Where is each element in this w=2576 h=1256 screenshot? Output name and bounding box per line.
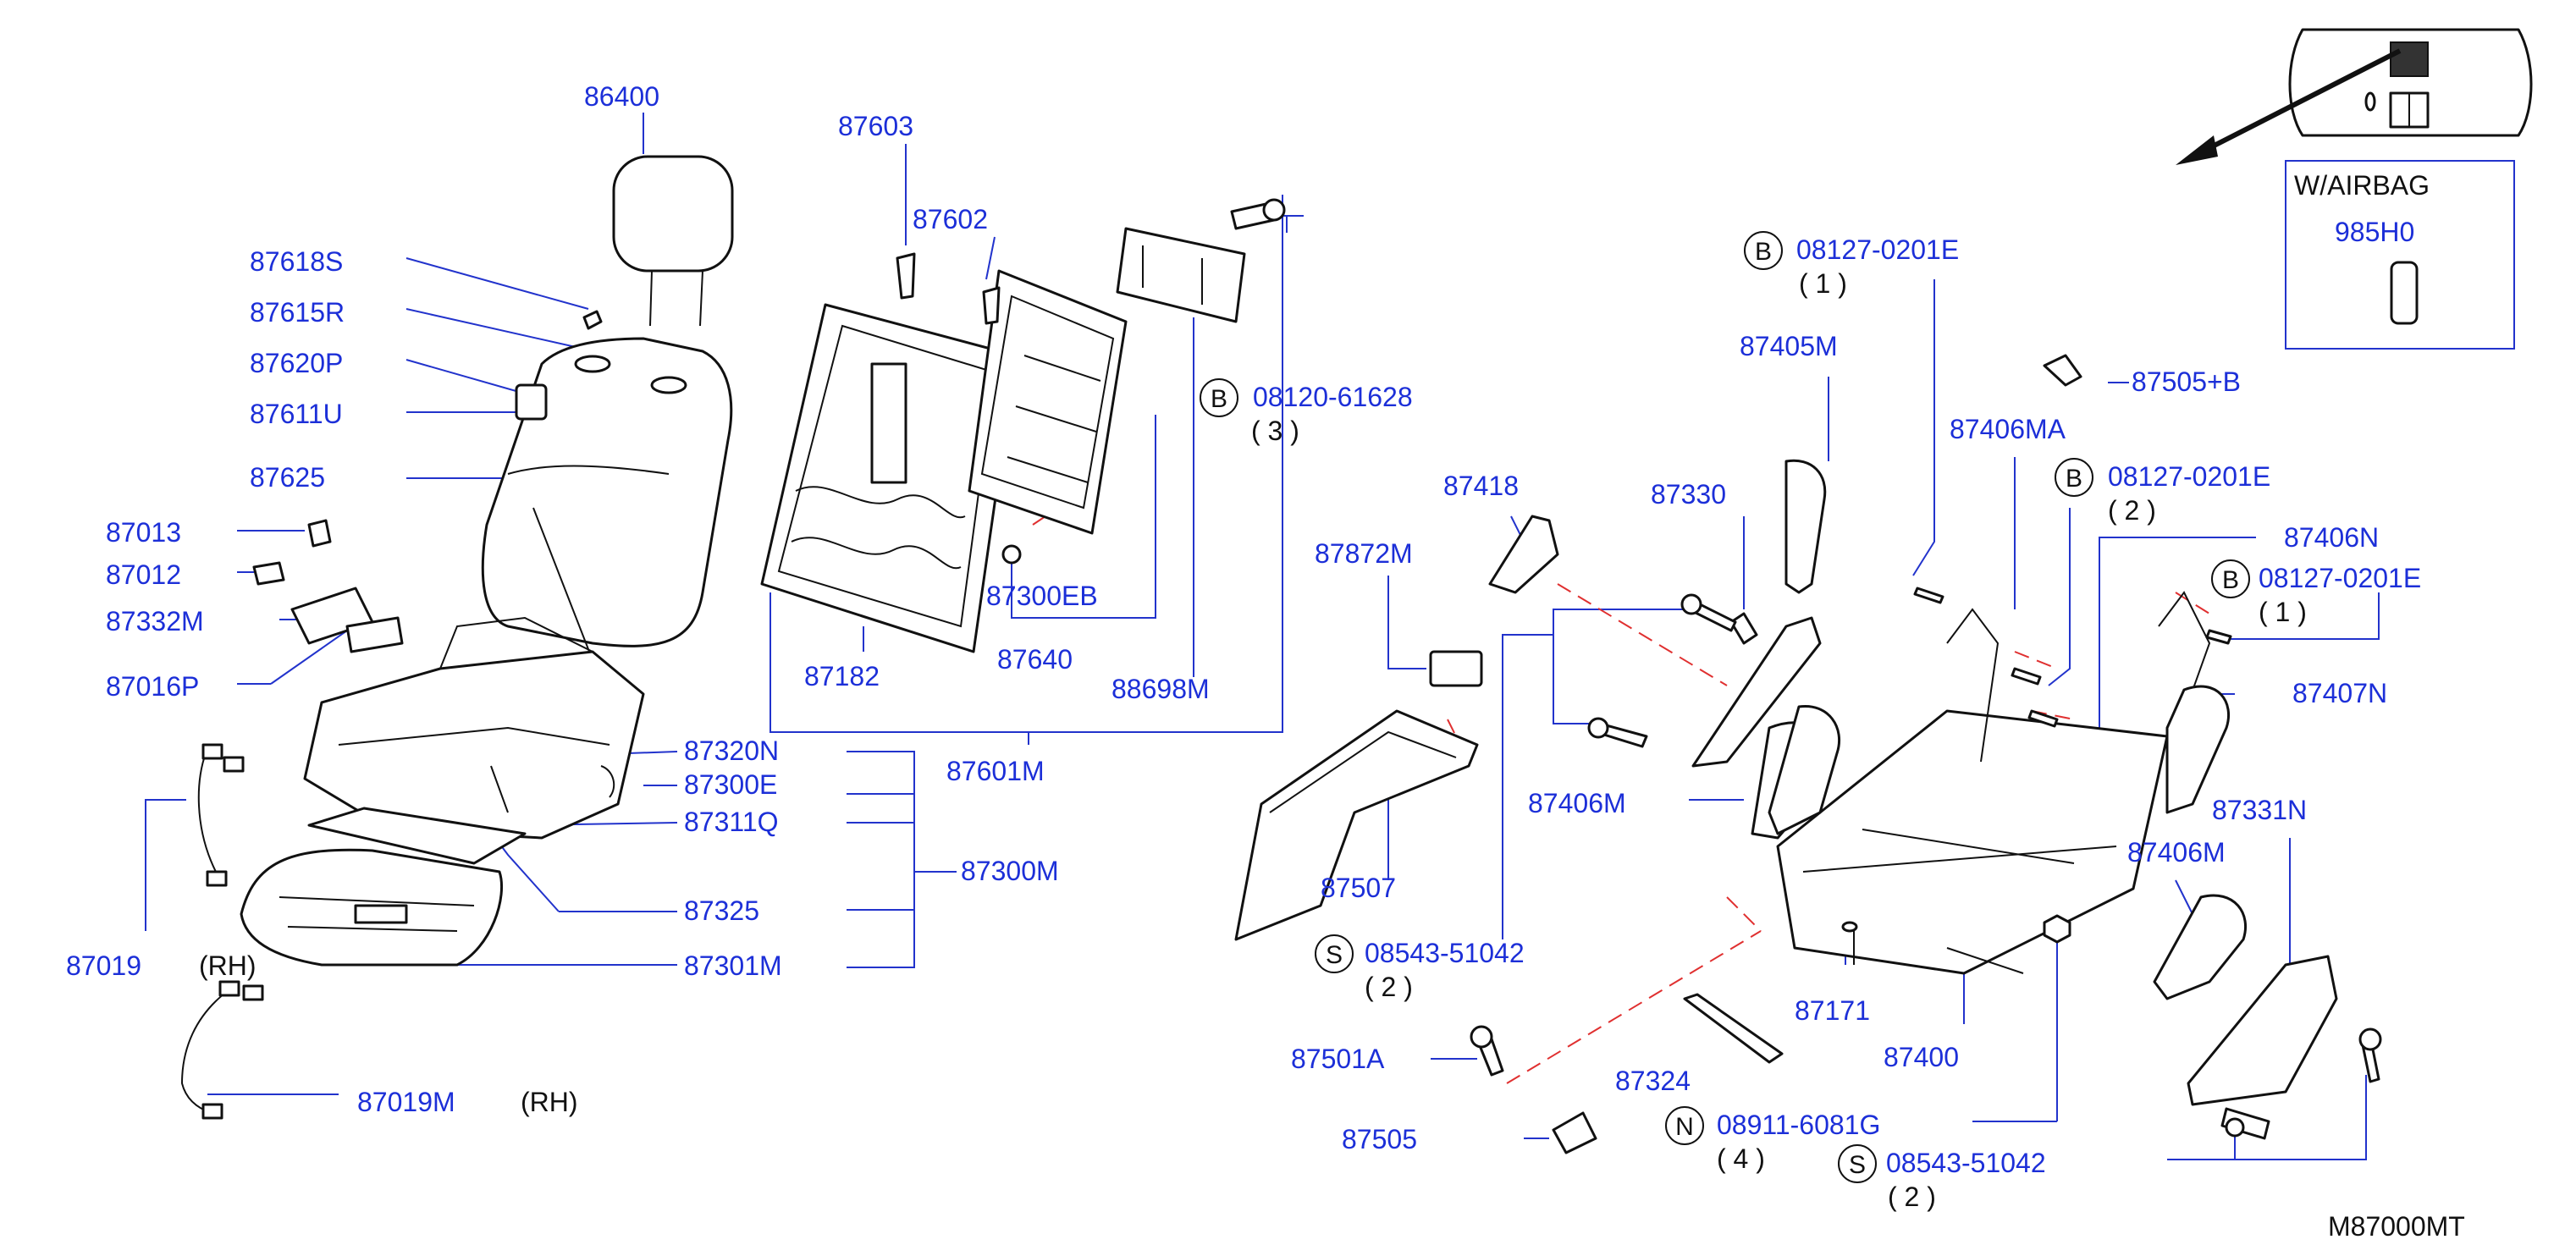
qty-08127c: ( 1 ) bbox=[2259, 597, 2307, 627]
part-985H0[interactable]: 985H0 bbox=[2335, 217, 2414, 247]
qty-08127b: ( 2 ) bbox=[2108, 495, 2156, 526]
seat-back-cushion[interactable] bbox=[481, 337, 733, 661]
part-87182[interactable]: 87182 bbox=[804, 661, 880, 691]
part-87406MA[interactable]: 87406MA bbox=[1950, 414, 2066, 444]
bolts-top[interactable] bbox=[896, 198, 1286, 565]
part-87501A[interactable]: 87501A bbox=[1291, 1044, 1385, 1074]
qty-08120: ( 3 ) bbox=[1251, 416, 1299, 446]
outer-recliner[interactable] bbox=[2187, 955, 2338, 1106]
part-87406N[interactable]: 87406N bbox=[2284, 522, 2379, 553]
nut[interactable] bbox=[2043, 914, 2071, 944]
part-87872M[interactable]: 87872M bbox=[1315, 538, 1413, 569]
part-87405M[interactable]: 87405M bbox=[1740, 331, 1838, 361]
airbag-inset: W/AIRBAG 985H0 bbox=[2285, 160, 2515, 350]
side-shield[interactable] bbox=[1234, 709, 1479, 941]
part-86400[interactable]: 86400 bbox=[584, 81, 659, 112]
badge-s-08543b: S bbox=[1849, 1151, 1866, 1179]
part-87505[interactable]: 87505 bbox=[1342, 1124, 1417, 1154]
qty-08543b: ( 2 ) bbox=[1888, 1182, 1936, 1212]
part-87625[interactable]: 87625 bbox=[250, 462, 325, 493]
bracket-87505[interactable] bbox=[1552, 1111, 1597, 1154]
part-87330[interactable]: 87330 bbox=[1651, 479, 1726, 510]
part-87507[interactable]: 87507 bbox=[1321, 873, 1396, 903]
small-block[interactable] bbox=[1429, 650, 1483, 687]
part-87640[interactable]: 87640 bbox=[997, 644, 1073, 675]
part-87324[interactable]: 87324 bbox=[1615, 1066, 1691, 1096]
part-87019M-note: (RH) bbox=[521, 1087, 578, 1117]
part-87332M[interactable]: 87332M bbox=[106, 606, 204, 636]
inset-heading: W/AIRBAG bbox=[2294, 170, 2430, 201]
part-87602[interactable]: 87602 bbox=[913, 204, 988, 234]
small-trim-parts[interactable] bbox=[252, 310, 615, 798]
lever-plates[interactable] bbox=[1768, 704, 2248, 1000]
back-panel-bracket[interactable] bbox=[1116, 227, 1246, 323]
part-87311Q[interactable]: 87311Q bbox=[684, 807, 779, 837]
recliner-cover-right[interactable] bbox=[2165, 685, 2231, 814]
badge-b-08120: B bbox=[1211, 385, 1227, 413]
callout-labels: 86400 87618S 87615R 87620P 87611U 87625 … bbox=[66, 81, 2465, 1242]
part-87406M-b[interactable]: 87406M bbox=[2127, 837, 2226, 868]
part-87400[interactable]: 87400 bbox=[1884, 1042, 1959, 1072]
part-08127-0201E-a[interactable]: 08127-0201E bbox=[1796, 234, 1959, 265]
badges: B B B B S S N bbox=[1200, 231, 2250, 1183]
seat-adjuster-frame[interactable] bbox=[1776, 591, 2211, 975]
part-87019[interactable]: 87019 bbox=[66, 950, 141, 981]
part-88698M[interactable]: 88698M bbox=[1111, 674, 1210, 704]
clip-87505B[interactable] bbox=[2043, 354, 2082, 387]
bolts-right[interactable] bbox=[1470, 587, 2382, 1140]
part-87407N[interactable]: 87407N bbox=[2292, 678, 2387, 708]
part-87013[interactable]: 87013 bbox=[106, 517, 181, 548]
part-87171[interactable]: 87171 bbox=[1795, 995, 1870, 1026]
seat-back-board[interactable] bbox=[968, 269, 1128, 535]
part-87611U[interactable]: 87611U bbox=[250, 399, 343, 429]
small-washer[interactable] bbox=[1841, 921, 1858, 933]
part-08127-0201E-c[interactable]: 08127-0201E bbox=[2259, 563, 2421, 593]
seat-back-frame[interactable] bbox=[760, 303, 1018, 653]
rail-bar[interactable] bbox=[1683, 993, 1784, 1064]
recliner-lever[interactable] bbox=[1488, 515, 1559, 594]
part-87019M[interactable]: 87019M bbox=[357, 1087, 455, 1117]
part-87331N[interactable]: 87331N bbox=[2212, 795, 2307, 825]
part-87016P[interactable]: 87016P bbox=[106, 671, 199, 702]
part-87012[interactable]: 87012 bbox=[106, 559, 181, 590]
badge-s-08543a: S bbox=[1326, 941, 1343, 969]
part-87019-note: (RH) bbox=[199, 950, 256, 981]
qty-08911: ( 4 ) bbox=[1717, 1143, 1765, 1174]
leader-lines bbox=[145, 113, 2380, 1160]
part-87615R[interactable]: 87615R bbox=[250, 297, 345, 328]
part-08127-0201E-b[interactable]: 08127-0201E bbox=[2108, 461, 2270, 492]
part-87300M[interactable]: 87300M bbox=[961, 856, 1059, 886]
part-08120-61628[interactable]: 08120-61628 bbox=[1253, 382, 1413, 412]
seat-location-indicator bbox=[2176, 28, 2533, 165]
part-08911-6081G[interactable]: 08911-6081G bbox=[1717, 1110, 1880, 1140]
part-87300EB[interactable]: 87300EB bbox=[986, 581, 1098, 611]
recliner-cover-left[interactable] bbox=[1784, 459, 1827, 594]
part-87601M[interactable]: 87601M bbox=[946, 756, 1045, 786]
badge-b-08127c: B bbox=[2222, 566, 2239, 594]
badge-b-08127a: B bbox=[1755, 238, 1772, 266]
part-87618S[interactable]: 87618S bbox=[250, 246, 343, 277]
part-87325[interactable]: 87325 bbox=[684, 895, 759, 926]
part-08543-51042-a[interactable]: 08543-51042 bbox=[1365, 938, 1525, 968]
part-87603[interactable]: 87603 bbox=[838, 111, 913, 141]
part-87505B[interactable]: 87505+B bbox=[2132, 366, 2241, 397]
headrest[interactable] bbox=[612, 155, 734, 327]
qty-08543a: ( 2 ) bbox=[1365, 972, 1413, 1002]
qty-08127a: ( 1 ) bbox=[1799, 268, 1847, 299]
part-87300E[interactable]: 87300E bbox=[684, 769, 777, 800]
badge-b-08127b: B bbox=[2066, 465, 2082, 493]
seat-pad[interactable] bbox=[307, 807, 527, 865]
part-87620P[interactable]: 87620P bbox=[250, 348, 343, 378]
part-87320N[interactable]: 87320N bbox=[684, 735, 779, 766]
part-87418[interactable]: 87418 bbox=[1443, 471, 1519, 501]
seat-cushion[interactable] bbox=[303, 616, 645, 840]
diagram-code: M87000MT bbox=[2328, 1211, 2465, 1242]
part-87301M[interactable]: 87301M bbox=[684, 950, 782, 981]
part-87406M-a[interactable]: 87406M bbox=[1528, 788, 1626, 818]
seat-cushion-frame[interactable] bbox=[240, 848, 504, 967]
part-08543-51042-b[interactable]: 08543-51042 bbox=[1886, 1148, 2046, 1178]
badge-n-08911: N bbox=[1675, 1113, 1694, 1141]
harness[interactable] bbox=[180, 743, 264, 1120]
